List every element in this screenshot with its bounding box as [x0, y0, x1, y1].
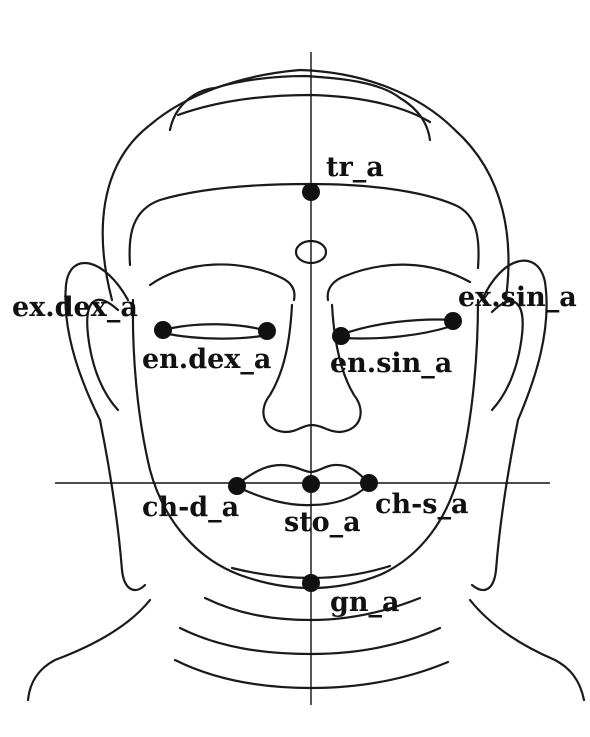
shoulder-right	[470, 600, 584, 700]
landmark-label-ensin: en.sin_a	[330, 348, 452, 379]
landmark-point-sto	[302, 475, 320, 493]
eye-right-of-subject	[163, 324, 270, 338]
landmark-point-ensin	[332, 327, 350, 345]
ear-right-inner	[492, 301, 523, 410]
landmark-label-exdex: ex.dex_a	[12, 292, 138, 323]
landmark-point-exdex	[154, 321, 172, 339]
ushnisha-line	[170, 76, 430, 140]
landmark-label-tr: tr_a	[326, 152, 384, 183]
eyebrow-right-of-subject	[150, 264, 295, 300]
eye-left-of-subject	[340, 320, 455, 339]
landmark-label-chs: ch-s_a	[375, 489, 468, 520]
landmark-label-endex: en.dex_a	[142, 344, 271, 375]
landmark-label-sto: sto_a	[284, 507, 361, 538]
landmark-label-gn: gn_a	[330, 587, 400, 618]
landmark-labels: tr_a ex.dex_a en.dex_a en.sin_a ex.sin_a…	[12, 152, 577, 618]
eyebrow-left-of-subject	[328, 265, 470, 300]
landmark-point-exsin	[444, 312, 462, 330]
ushnisha-base	[178, 95, 430, 122]
neck-fold-2	[180, 628, 440, 654]
landmark-point-gn	[302, 574, 320, 592]
buddha-head-drawing	[28, 70, 584, 700]
landmark-point-endex	[258, 322, 276, 340]
landmark-label-chd: ch-d_a	[142, 492, 239, 523]
landmark-point-tr	[302, 183, 320, 201]
landmark-label-exsin: ex.sin_a	[458, 282, 577, 313]
shoulder-left	[28, 600, 150, 700]
